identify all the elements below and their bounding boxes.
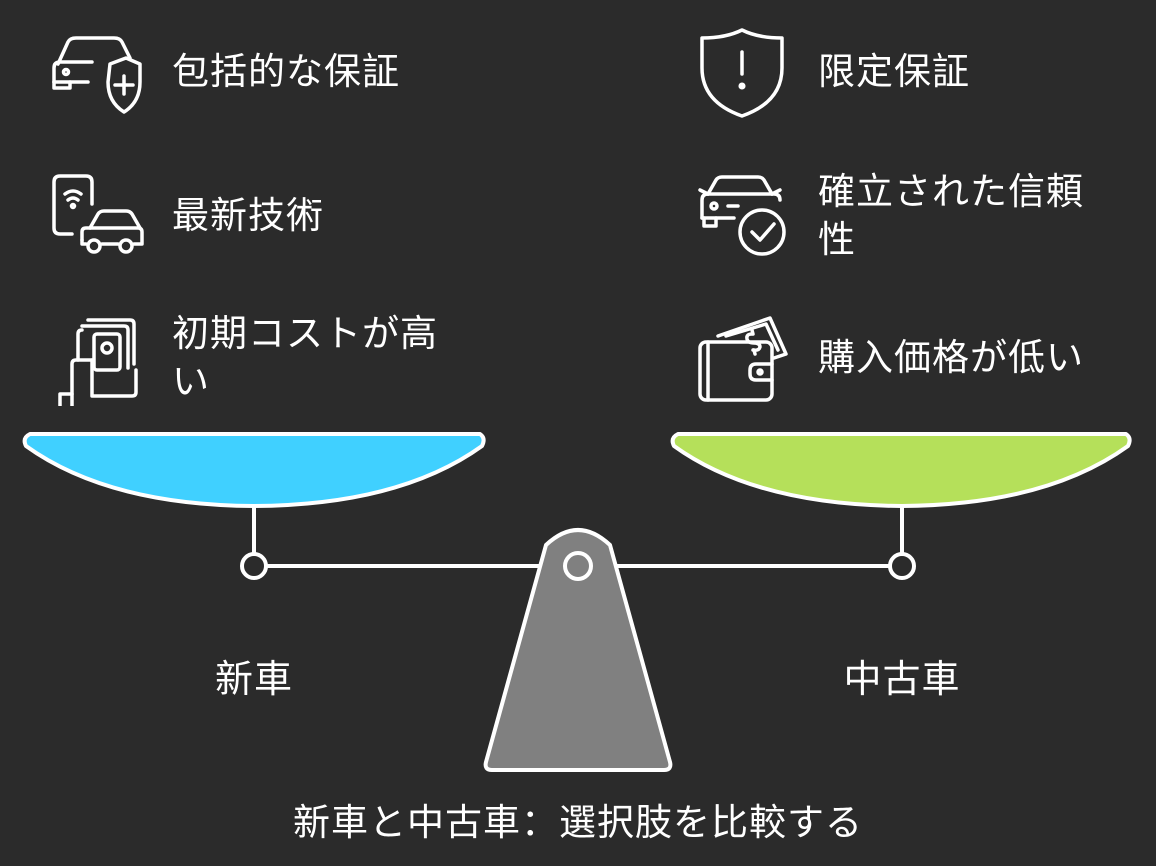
- fulcrum: [483, 528, 673, 772]
- left-pivot-joint: [240, 552, 268, 580]
- shield-exclamation-icon: [694, 24, 790, 120]
- left-item-label: 包括的な保証: [172, 50, 400, 93]
- right-pivot-joint: [888, 552, 916, 580]
- used-car-label: 中古車: [843, 657, 961, 701]
- right-item-reliability: 確立された信頼性: [694, 168, 1108, 264]
- left-item-cost: 初期コストが高い: [48, 310, 462, 406]
- left-pan: [22, 432, 486, 508]
- right-item-label: 購入価格が低い: [818, 336, 1084, 379]
- left-item-technology: 最新技術: [48, 168, 324, 264]
- center-pivot: [563, 551, 593, 581]
- car-shield-plus-icon: [48, 24, 144, 120]
- new-car-label: 新車: [214, 657, 293, 701]
- diagram-title: 新車と中古車：選択肢を比較する: [293, 801, 863, 844]
- wallet-money-icon: [694, 310, 790, 406]
- phone-car-icon: [48, 168, 144, 264]
- right-item-price: 購入価格が低い: [694, 310, 1118, 406]
- right-pan: [670, 432, 1132, 508]
- right-item-label: 確立された信頼性: [818, 170, 1084, 261]
- left-item-warranty: 包括的な保証: [48, 24, 400, 120]
- right-item-label: 限定保証: [818, 50, 970, 93]
- left-item-label: 初期コストが高い: [172, 312, 438, 403]
- left-item-label: 最新技術: [172, 194, 324, 237]
- right-item-warranty: 限定保証: [694, 24, 970, 120]
- hand-money-icon: [48, 310, 144, 406]
- car-check-icon: [694, 168, 790, 264]
